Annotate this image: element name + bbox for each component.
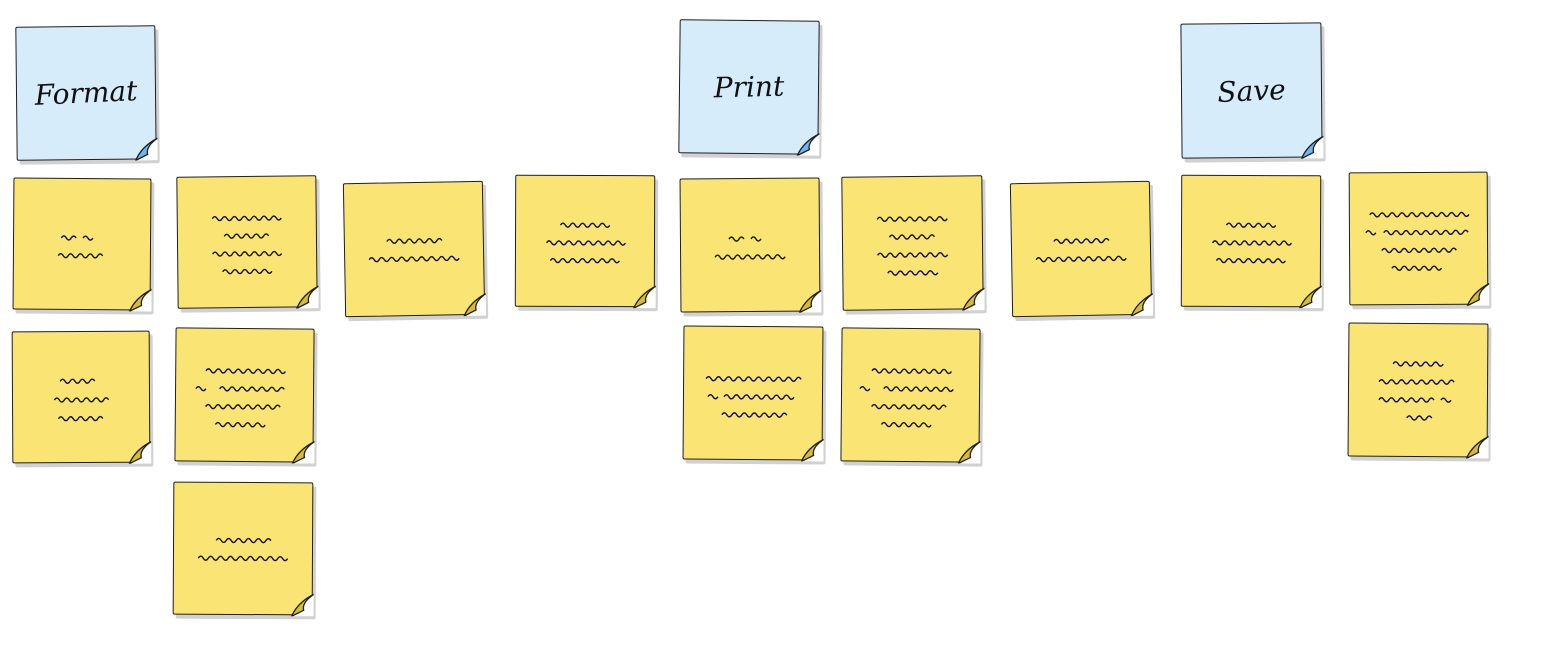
scribble-text-graphic [1378, 361, 1455, 421]
task-note[interactable] [176, 175, 319, 309]
task-note[interactable] [11, 330, 152, 464]
scribble-text-graphic [876, 216, 949, 276]
task-note[interactable] [679, 177, 822, 313]
task-note[interactable] [1009, 180, 1154, 318]
scribble-text-graphic [57, 235, 104, 259]
task-note[interactable] [840, 327, 981, 464]
folded-corner-icon [795, 133, 820, 156]
scribble-text-graphic [211, 215, 283, 275]
folded-corner-icon [128, 441, 152, 464]
scribble-text-graphic [53, 378, 110, 422]
scribble-text-graphic [859, 368, 954, 428]
folded-corner-icon [128, 288, 152, 312]
scribble-text-graphic [714, 236, 786, 260]
scribble-text-graphic [705, 376, 802, 418]
scribble-text-graphic [197, 537, 289, 562]
task-note[interactable] [1348, 171, 1490, 306]
folded-corner-icon [295, 285, 319, 309]
scribble-text-graphic [195, 368, 286, 428]
header-note-format[interactable]: Format [15, 25, 158, 161]
folded-corner-icon [134, 137, 158, 161]
task-note[interactable] [342, 180, 487, 318]
folded-corner-icon [1129, 293, 1154, 317]
header-note-print[interactable]: Print [678, 19, 820, 156]
task-note[interactable] [1347, 322, 1489, 459]
scribble-text-graphic [368, 237, 460, 263]
folded-corner-icon [290, 593, 314, 617]
scribble-text-graphic [546, 222, 626, 264]
task-note[interactable] [841, 175, 985, 311]
folded-corner-icon [462, 293, 487, 317]
task-note[interactable] [12, 177, 152, 312]
header-label-save: Save [1216, 72, 1287, 109]
folded-corner-icon [1300, 135, 1324, 159]
task-note[interactable] [1180, 174, 1322, 309]
scribble-text-graphic [1212, 222, 1292, 264]
task-note[interactable] [174, 327, 315, 464]
task-note[interactable] [172, 481, 314, 617]
folded-corner-icon [798, 289, 822, 313]
folded-corner-icon [961, 287, 985, 311]
scribble-text-graphic [1035, 237, 1127, 263]
header-note-save[interactable]: Save [1180, 22, 1324, 159]
folded-corner-icon [957, 441, 981, 464]
folded-corner-icon [800, 438, 824, 462]
folded-corner-icon [632, 285, 656, 309]
header-label-format: Format [33, 74, 139, 112]
folded-corner-icon [1466, 283, 1490, 306]
folded-corner-icon [1465, 435, 1489, 459]
scribble-text-graphic [1365, 211, 1470, 272]
header-label-print: Print [713, 69, 785, 105]
task-note[interactable] [514, 174, 656, 309]
task-note[interactable] [682, 325, 824, 462]
folded-corner-icon [291, 441, 315, 464]
folded-corner-icon [1298, 285, 1322, 309]
